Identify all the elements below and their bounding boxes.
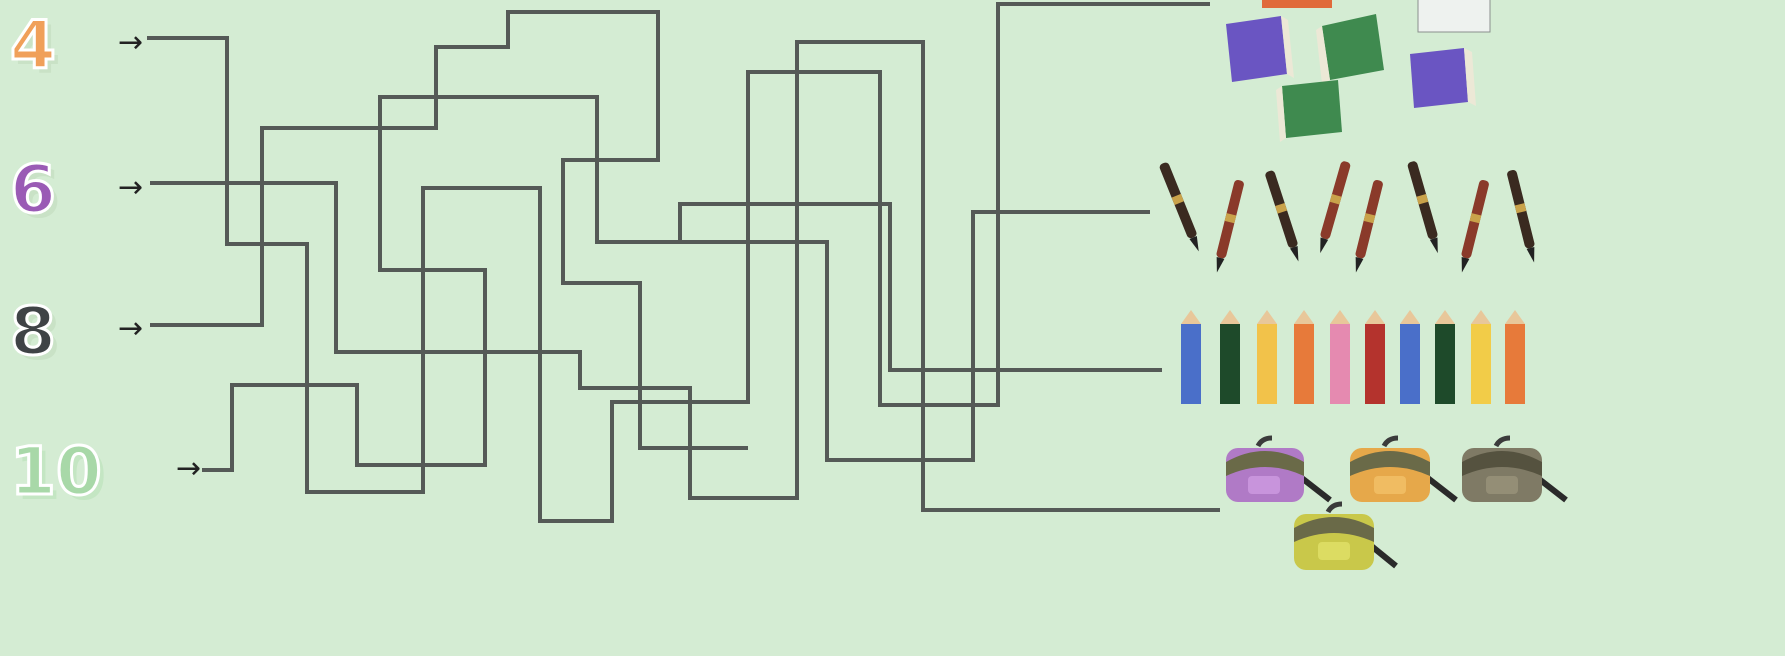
number-8: 8 8 [10,293,61,375]
pencil-icon [1181,310,1201,404]
pencil-icon [1365,310,1385,404]
book-icon [1276,80,1342,142]
arrow-icon: → [118,170,143,205]
pencil-icon [1471,310,1491,404]
number-10: 10 10 [10,433,107,515]
arrow-icon: → [176,451,201,486]
book-icon [1410,48,1476,108]
pencil-icon [1400,310,1420,404]
book-icon [1418,0,1490,32]
arrow-icon: → [118,25,143,60]
svg-text:6: 6 [10,151,56,228]
pencil-icon [1435,310,1455,404]
number-4: 4 4 [10,7,61,89]
pencil-icon [1330,310,1350,404]
pencil-icon [1220,310,1240,404]
book-icon [1226,16,1294,82]
arrow-icon: → [118,311,143,346]
number-6: 6 6 [10,151,61,233]
pencil-icon [1257,310,1277,404]
pencil-icon [1294,310,1314,404]
svg-text:4: 4 [10,7,56,84]
pencil-icon [1505,310,1525,404]
book-icon [1262,0,1332,8]
svg-text:8: 8 [10,293,56,370]
svg-text:10: 10 [10,433,102,510]
